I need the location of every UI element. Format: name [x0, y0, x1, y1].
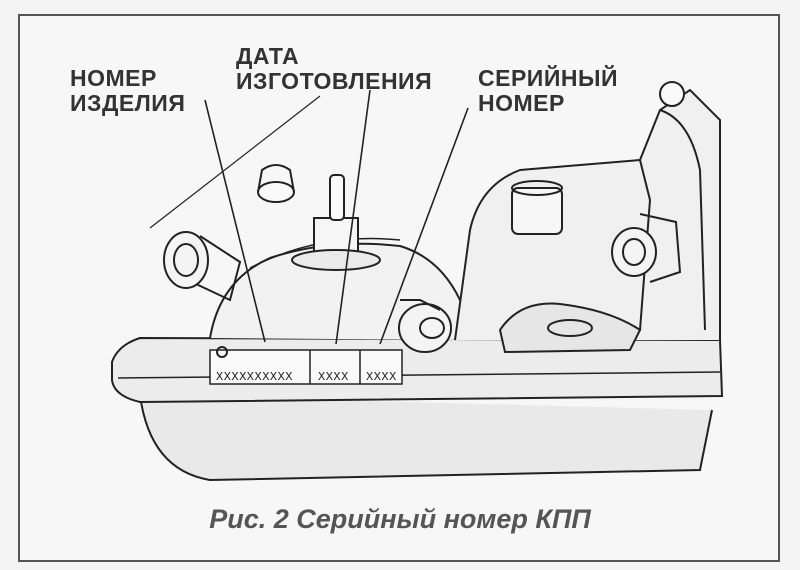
top-right-bolt: [659, 81, 685, 107]
label-serial-number: СЕРИЙНЫЙ НОМЕР: [478, 66, 618, 116]
leader-date: [335, 89, 371, 345]
leader-product: [204, 99, 266, 343]
right-fitting: [611, 213, 682, 283]
plate-code-product: XXXXXXXXXX: [216, 370, 294, 384]
label-serial-number-line2: НОМЕР: [478, 90, 565, 116]
housing-bottom: [139, 394, 713, 482]
label-manufacture-date-line1: ДАТА: [236, 43, 300, 69]
plate-code-date: XXXX: [318, 370, 349, 384]
figure-caption: Рис. 2 Серийный номер КПП: [209, 504, 591, 534]
label-manufacture-date-line2: ИЗГОТОВЛЕНИЯ: [236, 68, 433, 94]
label-product-number-line2: ИЗДЕЛИЯ: [70, 90, 186, 116]
id-plate: [209, 349, 403, 385]
right-housing: [454, 88, 721, 341]
plate-code-serial: XXXX: [366, 370, 397, 384]
top-plug: [257, 181, 295, 203]
leader-serial: [379, 107, 469, 345]
label-product-number-line1: НОМЕР: [70, 65, 157, 91]
left-fitting: [163, 231, 242, 302]
mount-ear: [498, 302, 642, 354]
label-manufacture-date: ДАТА ИЗГОТОВЛЕНИЯ: [236, 44, 432, 94]
right-boss: [511, 187, 563, 235]
label-product-number: НОМЕР ИЗДЕЛИЯ: [70, 66, 185, 116]
label-serial-number-line1: СЕРИЙНЫЙ: [478, 65, 619, 91]
center-fitting: [398, 299, 452, 353]
